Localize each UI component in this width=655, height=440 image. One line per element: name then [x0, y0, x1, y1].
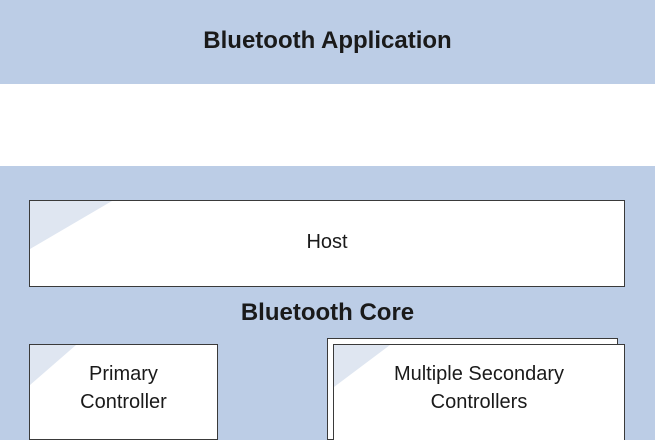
primary-controller-box: Primary Controller [29, 344, 218, 440]
box-highlight [30, 201, 112, 249]
primary-controller-label: Primary Controller [30, 360, 217, 416]
core-band: Host Bluetooth Core Primary Controller M… [0, 166, 655, 440]
primary-controller-line-2: Controller [80, 391, 167, 413]
secondary-controllers-label: Multiple Secondary Controllers [334, 360, 624, 416]
host-box: Host [29, 200, 625, 287]
application-title: Bluetooth Application [203, 27, 452, 54]
box-highlight [334, 345, 390, 387]
host-label: Host [306, 231, 348, 253]
secondary-controllers-line-2: Controllers [430, 391, 528, 413]
application-band: Bluetooth Application [0, 0, 655, 84]
box-highlight [30, 345, 76, 385]
secondary-controllers-line-1: Multiple Secondary [393, 363, 565, 385]
secondary-controllers-box: Multiple Secondary Controllers [333, 344, 625, 440]
primary-controller-line-1: Primary [89, 363, 158, 385]
core-title: Bluetooth Core [240, 299, 415, 326]
